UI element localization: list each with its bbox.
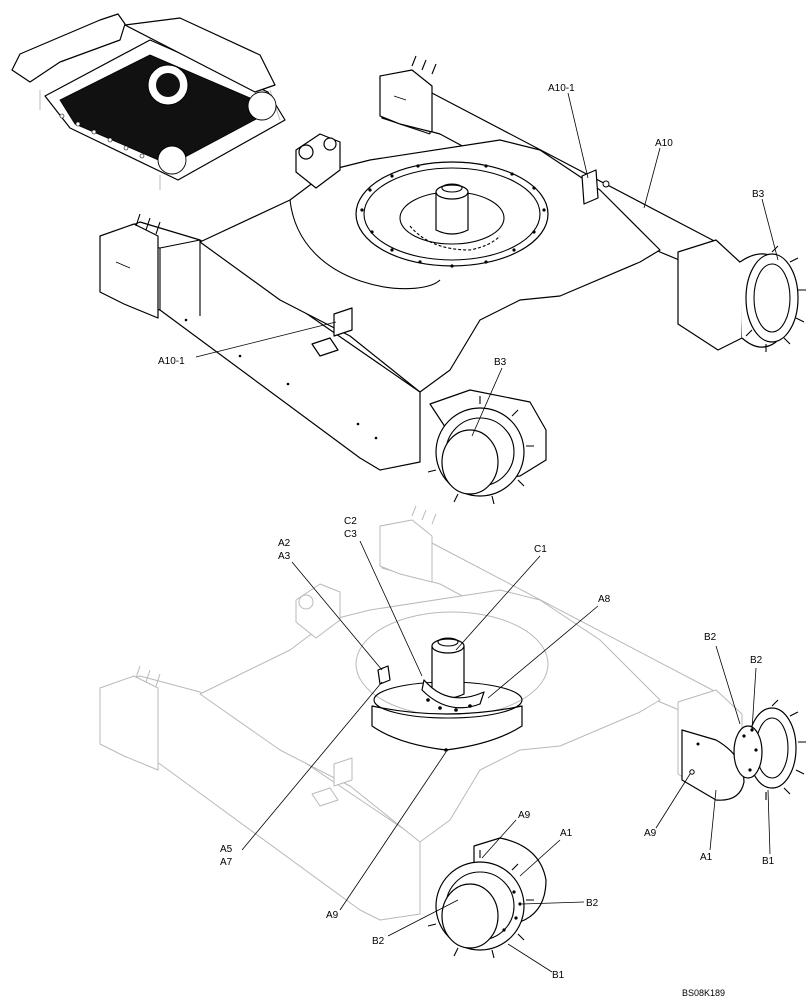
label-a10-1-upper: A10-1 [548, 83, 575, 94]
label-a9-center: A9 [326, 910, 339, 921]
sprocket-right-top [745, 245, 806, 352]
label-a1-right: A1 [700, 852, 713, 863]
bottom-view-callouts: A2 A3 C2 C3 C1 A8 B2 B2 A5 A7 A9 A9 A1 B… [220, 516, 775, 981]
label-a10: A10 [655, 138, 673, 149]
label-a3: A3 [278, 551, 291, 562]
label-b2-bottom-left: B2 [372, 936, 385, 947]
label-a8: A8 [598, 594, 611, 605]
label-b2-bottom-right: B2 [586, 898, 599, 909]
label-a9-bottom: A9 [518, 810, 531, 821]
sprocket-bottom-top [427, 396, 534, 505]
label-c2: C2 [344, 516, 357, 527]
label-a7: A7 [220, 857, 233, 868]
sprocket-bottom-bottom [427, 850, 534, 959]
label-b2-right-a: B2 [704, 632, 717, 643]
bottom-view-frame [99, 505, 806, 959]
label-b3-right: B3 [752, 189, 765, 200]
top-view-frame [99, 55, 806, 505]
sprocket-right-bottom [733, 699, 806, 800]
label-a5: A5 [220, 844, 233, 855]
thumbnail-machine-overview [11, 13, 286, 190]
label-a9-right: A9 [644, 828, 657, 839]
label-a2: A2 [278, 538, 291, 549]
label-c1: C1 [534, 544, 547, 555]
label-b1-right: B1 [762, 856, 775, 867]
figure-code: BS08K189 [682, 988, 725, 998]
top-view-callouts: A10-1 A10 B3 A10-1 B3 [158, 83, 779, 437]
label-a1-bottom: A1 [560, 828, 573, 839]
label-b2-right-b: B2 [750, 655, 763, 666]
label-c3: C3 [344, 529, 357, 540]
label-a10-1-lower: A10-1 [158, 356, 185, 367]
label-b1-bottom: B1 [552, 970, 565, 981]
label-b3-bottom: B3 [494, 357, 507, 368]
